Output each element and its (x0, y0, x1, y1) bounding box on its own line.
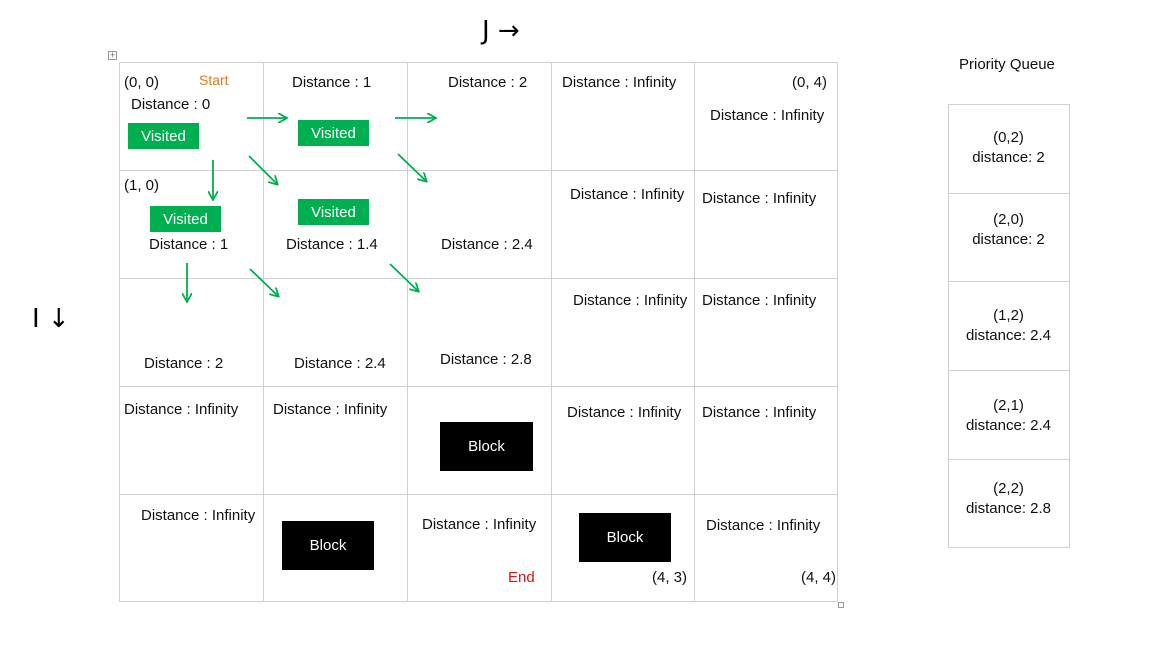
grid-vline (694, 62, 695, 602)
cell-1-4-distance: Distance : Infinity (702, 190, 817, 207)
pq-divider (948, 281, 1069, 282)
grid-hline (119, 386, 838, 387)
grid-vline (263, 62, 264, 602)
pq-divider (948, 104, 1069, 105)
pq-item-node: (2,1) (993, 397, 1024, 414)
cell-2-1-distance: Distance : 2.4 (294, 355, 386, 372)
coord-4-3: (4, 3) (652, 569, 688, 586)
pq-item: (0,2) distance: 2 (949, 128, 1068, 168)
pq-divider (948, 370, 1069, 371)
pq-item-distance: distance: 2 (972, 149, 1045, 166)
block-label: Block (606, 529, 644, 546)
visited-label: Visited (141, 127, 186, 145)
cell-2-3-distance: Distance : Infinity (573, 292, 688, 309)
visited-label: Visited (163, 210, 208, 228)
cell-4-2-distance: Distance : Infinity (422, 516, 537, 533)
cell-0-1-distance: Distance : 1 (292, 74, 372, 91)
grid-hline (119, 170, 838, 171)
cell-4-4-distance: Distance : Infinity (706, 517, 821, 534)
grid-frame (119, 62, 838, 602)
i-axis-label: I ↓ (32, 304, 70, 334)
end-label: End (508, 569, 535, 586)
cell-1-1-distance: Distance : 1.4 (286, 236, 378, 253)
cell-2-2-distance: Distance : 2.8 (440, 351, 532, 368)
coord-0-4: (0, 4) (792, 74, 828, 91)
cell-3-4-distance: Distance : Infinity (702, 404, 817, 421)
cell-1-3-distance: Distance : Infinity (570, 186, 685, 203)
pq-item-distance: distance: 2.4 (965, 417, 1052, 434)
arrow-diagonal-icon (249, 268, 278, 296)
arrow-diagonal-icon (248, 155, 277, 184)
visited-label: Visited (311, 124, 356, 142)
pq-item: (2,0) distance: 2 (949, 210, 1068, 250)
pq-divider (948, 459, 1069, 460)
coord-1-0: (1, 0) (124, 177, 160, 194)
cell-3-3-distance: Distance : Infinity (567, 404, 682, 421)
cell-0-4-distance: Distance : Infinity (710, 107, 825, 124)
pq-divider (948, 193, 1069, 194)
pq-item-node: (2,0) (993, 211, 1024, 228)
block-label: Block (309, 537, 347, 554)
pq-divider (948, 547, 1069, 548)
block-4-3: Block (579, 513, 671, 562)
visited-badge-1-1: Visited (298, 199, 369, 225)
cell-0-2-distance: Distance : 2 (448, 74, 528, 91)
cell-3-1-distance: Distance : Infinity (273, 401, 388, 418)
priority-queue-frame (948, 104, 1070, 548)
arrow-diagonal-icon (389, 263, 418, 291)
pq-item-distance: distance: 2.8 (965, 500, 1052, 517)
grid-hline (119, 278, 838, 279)
visited-badge-1-0: Visited (150, 206, 221, 232)
block-4-1: Block (282, 521, 374, 570)
block-label: Block (468, 438, 505, 455)
block-3-2: Block (440, 422, 533, 471)
cell-2-4-distance: Distance : Infinity (702, 292, 817, 309)
pq-item: (1,2) distance: 2.4 (949, 306, 1068, 346)
j-axis-label: J → (482, 16, 520, 46)
grid-vline (551, 62, 552, 602)
visited-label: Visited (311, 203, 356, 221)
pq-item-node: (2,2) (993, 480, 1024, 497)
cell-2-0-distance: Distance : 2 (144, 355, 224, 372)
coord-0-0: (0, 0) (124, 74, 160, 91)
pq-item: (2,2) distance: 2.8 (949, 479, 1068, 519)
cell-0-0-distance: Distance : 0 (131, 96, 211, 113)
table-move-handle-icon[interactable]: + (108, 50, 117, 60)
pq-item: (2,1) distance: 2.4 (949, 396, 1068, 436)
visited-badge-0-1: Visited (298, 120, 369, 146)
pq-item-distance: distance: 2 (972, 231, 1045, 248)
cell-1-2-distance: Distance : 2.4 (441, 236, 533, 253)
grid-vline (407, 62, 408, 602)
table-resize-handle-icon[interactable] (838, 602, 844, 608)
grid-hline (119, 494, 838, 495)
priority-queue-title: Priority Queue (959, 56, 1055, 73)
pq-item-node: (1,2) (993, 307, 1024, 324)
pq-item-distance: distance: 2.4 (965, 327, 1052, 344)
cell-3-0-distance: Distance : Infinity (124, 401, 239, 418)
coord-4-4: (4, 4) (801, 569, 837, 586)
pq-item-node: (0,2) (993, 129, 1024, 146)
cell-4-0-distance: Distance : Infinity (141, 507, 256, 524)
arrow-diagonal-icon (397, 153, 426, 181)
start-label: Start (199, 72, 229, 88)
cell-0-3-distance: Distance : Infinity (562, 74, 677, 91)
visited-badge-0-0: Visited (128, 123, 199, 149)
cell-1-0-distance: Distance : 1 (149, 236, 229, 253)
